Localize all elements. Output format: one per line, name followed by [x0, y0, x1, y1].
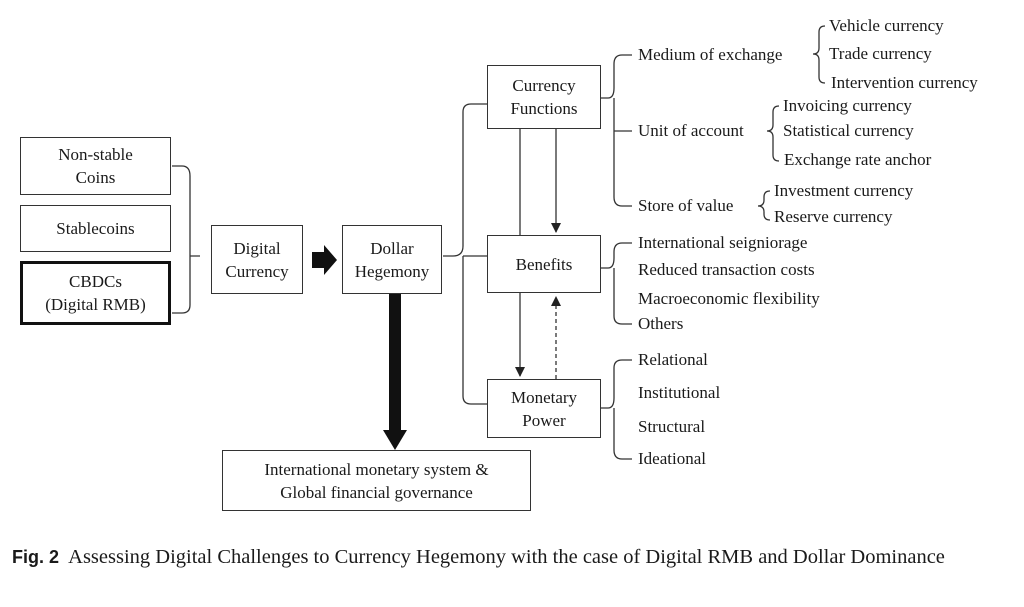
relational-label: Relational [638, 350, 708, 369]
dollar-hegemony-line2: Hegemony [354, 261, 430, 281]
digital-currency-line2: Currency [225, 261, 289, 281]
cbdcs-line2: (Digital RMB) [45, 295, 146, 314]
trade-currency-label: Trade currency [829, 44, 932, 63]
macroeconomic-flexibility-label: Macroeconomic flexibility [638, 289, 820, 308]
unit-of-account-label: Unit of account [638, 121, 744, 140]
digital-currency-line1: Digital [233, 238, 281, 258]
hegemony-arrowhead [383, 430, 407, 450]
monetary-power-line1: Monetary [510, 387, 578, 407]
statistical-currency-label: Statistical currency [783, 121, 914, 140]
uoa-brace [766, 105, 780, 162]
figure-number: Fig. 2 [12, 547, 60, 567]
intervention-currency-label: Intervention currency [831, 73, 978, 92]
monetary-power-line2: Power [522, 410, 566, 430]
connectors [172, 25, 826, 460]
reserve-currency-label: Reserve currency [774, 207, 893, 226]
institutional-label: Institutional [638, 383, 721, 402]
dollar-hegemony-line1: Dollar [370, 238, 414, 258]
cbdcs-box: CBDCs (Digital RMB) [20, 261, 171, 325]
store-of-value-label: Store of value [638, 196, 734, 215]
exchange-rate-anchor-label: Exchange rate anchor [784, 150, 932, 169]
stablecoins-label: Stablecoins [56, 219, 135, 238]
invoicing-currency-label: Invoicing currency [783, 96, 912, 115]
hegemony-stem [389, 293, 401, 431]
ideational-label: Ideational [638, 449, 706, 468]
non-stable-coins-line2: Coins [75, 168, 116, 187]
reduced-transaction-costs-label: Reduced transaction costs [638, 260, 815, 279]
non-stable-coins-line1: Non-stable [58, 145, 133, 164]
figure-caption-text: Assessing Digital Challenges to Currency… [68, 546, 945, 568]
currency-functions-line1: Currency [512, 76, 576, 95]
sov-brace [757, 190, 771, 221]
ims-line1: International monetary system & [264, 459, 489, 479]
investment-currency-label: Investment currency [774, 181, 914, 200]
figure-caption: Fig. 2 Assessing Digital Challenges to C… [12, 544, 1012, 571]
currency-functions-line2: Functions [510, 99, 578, 118]
international-seigniorage-label: International seigniorage [638, 233, 808, 252]
cbdcs-line1: CBDCs [69, 272, 122, 291]
stablecoins-box: Stablecoins [20, 205, 171, 252]
others-label: Others [638, 314, 684, 333]
ims-box: International monetary system & Global fi… [222, 450, 531, 511]
ims-line2: Global financial governance [280, 482, 473, 502]
hegemony-bracket [443, 103, 488, 405]
medium-of-exchange-label: Medium of exchange [638, 45, 783, 64]
structural-label: Structural [638, 417, 706, 436]
block-arrow [312, 245, 337, 275]
coins-brace [172, 165, 200, 314]
vehicle-currency-label: Vehicle currency [829, 16, 944, 35]
functions-bracket [601, 54, 632, 207]
benefits-bracket [601, 242, 632, 325]
moe-brace [812, 25, 826, 84]
power-bracket [601, 359, 632, 460]
benefits-label: Benefits [515, 254, 573, 274]
benefits-box: Benefits [487, 235, 601, 293]
